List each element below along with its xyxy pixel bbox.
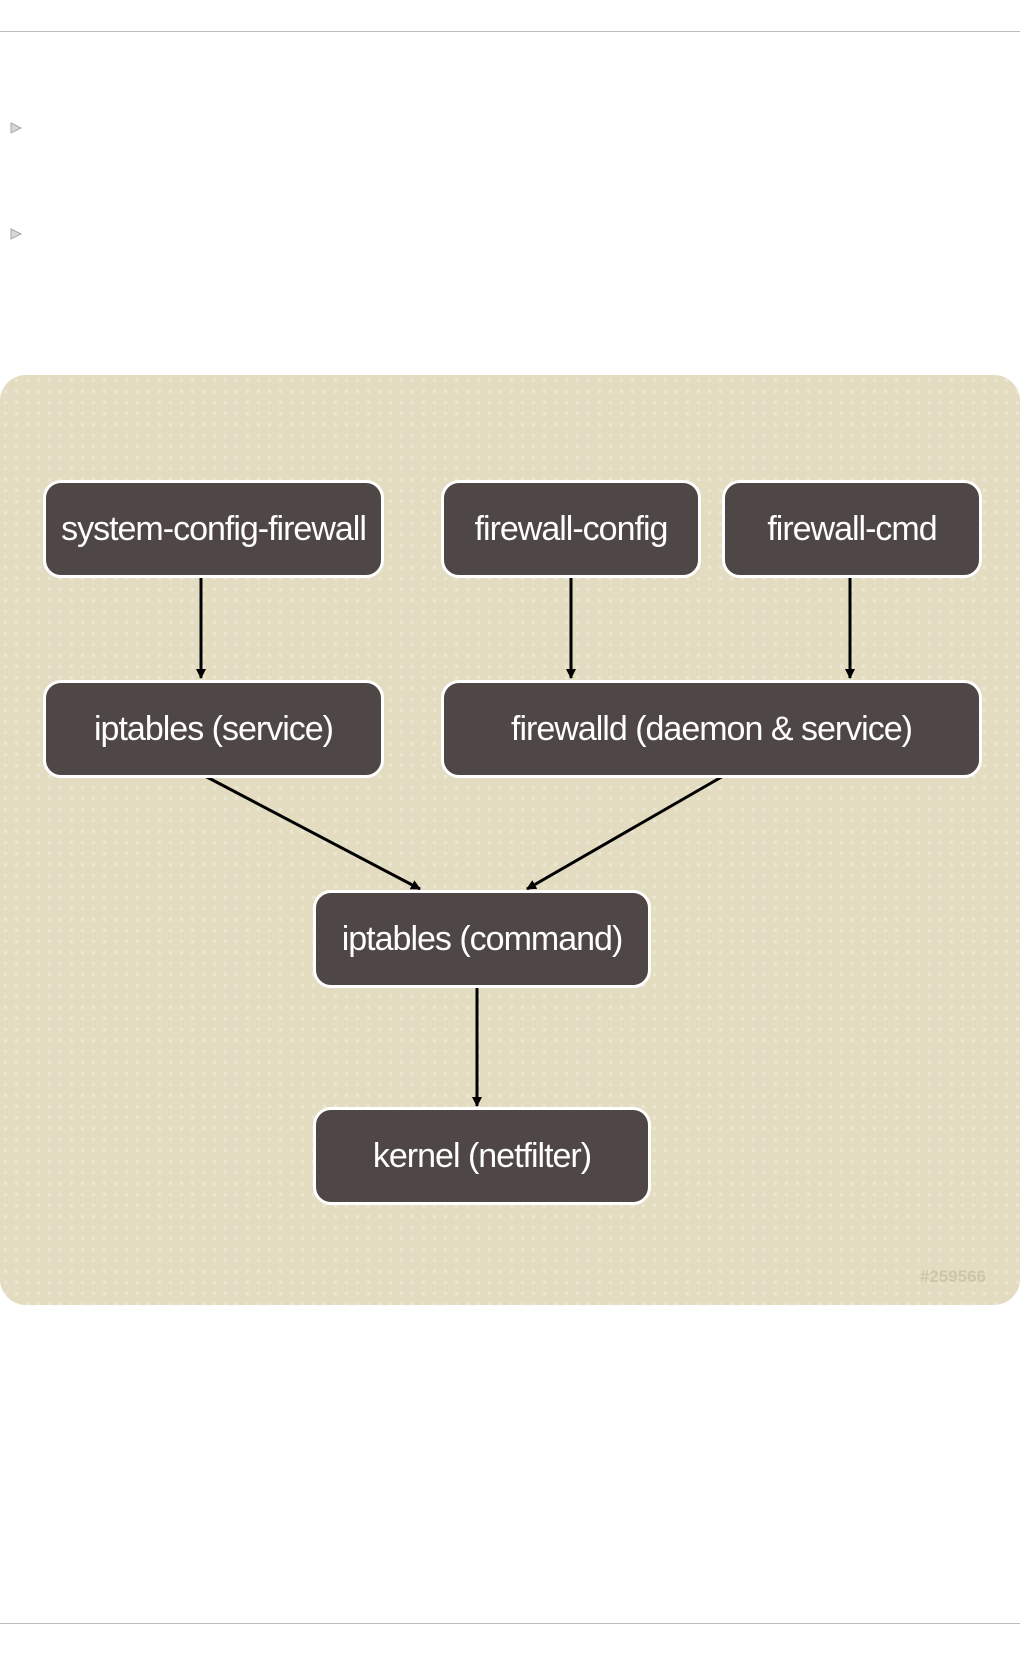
node-firewall-config: firewall-config — [441, 480, 701, 578]
diagram-connectors — [196, 575, 855, 1107]
bullet-arrow-icon — [9, 121, 23, 135]
figure-id-watermark: #259566 — [919, 1267, 986, 1286]
node-system-config-firewall: system-config-firewall — [43, 480, 384, 578]
node-kernel-netfilter: kernel (netfilter) — [313, 1107, 651, 1205]
node-firewall-cmd: firewall-cmd — [722, 480, 982, 578]
arrow-firewalld-to-iptables-command — [526, 773, 726, 891]
top-divider — [0, 31, 1020, 32]
firewall-stack-diagram: system-config-firewall firewall-config f… — [0, 375, 1020, 1305]
node-firewalld-daemon-service: firewalld (daemon & service) — [441, 680, 982, 778]
arrow-iptables-service-to-iptables-command — [202, 773, 421, 891]
node-iptables-command: iptables (command) — [313, 890, 651, 988]
bullet-arrow-icon — [9, 227, 23, 241]
bottom-divider — [0, 1623, 1020, 1624]
node-iptables-service: iptables (service) — [43, 680, 384, 778]
